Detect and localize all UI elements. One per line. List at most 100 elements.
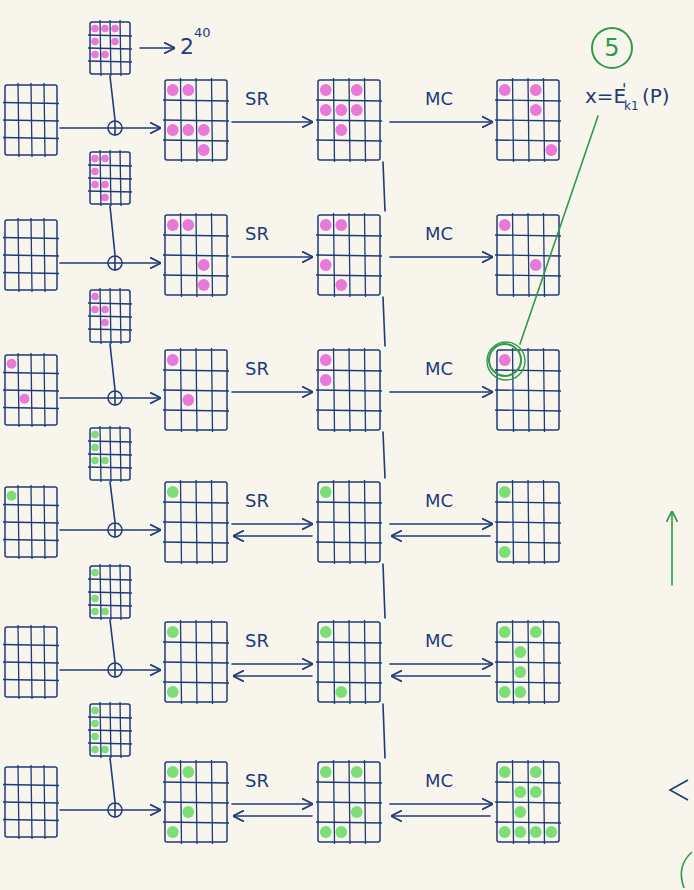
active-byte-dot bbox=[198, 124, 210, 136]
active-byte-dot bbox=[499, 826, 511, 838]
grid-line bbox=[495, 682, 561, 683]
grid-line bbox=[44, 83, 45, 157]
active-byte-dot bbox=[499, 354, 511, 366]
grid-line bbox=[365, 213, 366, 297]
label: MC bbox=[425, 360, 453, 378]
grid-line bbox=[495, 390, 561, 391]
state-grid bbox=[163, 480, 229, 564]
active-byte-dot bbox=[320, 104, 332, 116]
label: MC bbox=[425, 492, 453, 510]
stroke bbox=[122, 669, 160, 671]
active-byte-dot bbox=[111, 38, 119, 46]
active-byte-dot bbox=[499, 766, 511, 778]
active-byte-dot bbox=[530, 84, 542, 96]
active-byte-dot bbox=[91, 608, 99, 616]
active-byte-dot bbox=[198, 144, 210, 156]
active-byte-dot bbox=[320, 766, 332, 778]
state-grid bbox=[163, 348, 229, 432]
stroke bbox=[234, 675, 312, 677]
grid-line bbox=[120, 564, 121, 620]
stroke bbox=[390, 391, 492, 393]
grid-line bbox=[163, 120, 229, 121]
state-grid bbox=[88, 150, 132, 206]
stroke bbox=[390, 803, 492, 805]
circled-number: 5 bbox=[591, 27, 633, 69]
active-byte-dot bbox=[167, 626, 179, 638]
stroke bbox=[383, 297, 385, 346]
active-byte-dot bbox=[514, 686, 526, 698]
label: MC bbox=[425, 90, 453, 108]
grid-line bbox=[3, 390, 59, 391]
grid-line bbox=[44, 625, 45, 699]
active-byte-dot bbox=[182, 219, 194, 231]
stroke bbox=[114, 803, 116, 817]
label: 2 bbox=[180, 36, 194, 58]
active-byte-dot bbox=[320, 374, 332, 386]
grid-line bbox=[163, 822, 229, 823]
active-byte-dot bbox=[182, 806, 194, 818]
grid-line bbox=[163, 682, 229, 683]
grid-line bbox=[212, 760, 213, 844]
stroke bbox=[110, 758, 115, 802]
active-byte-dot bbox=[167, 826, 179, 838]
stroke bbox=[383, 704, 385, 758]
stroke bbox=[60, 529, 108, 531]
active-byte-dot bbox=[167, 686, 179, 698]
active-byte-dot bbox=[198, 259, 210, 271]
grid-line bbox=[316, 140, 382, 141]
grid-line bbox=[88, 454, 132, 455]
grid-line bbox=[120, 150, 121, 206]
active-byte-dot bbox=[182, 124, 194, 136]
active-byte-dot bbox=[198, 279, 210, 291]
xor-symbol bbox=[108, 663, 122, 677]
grid-line bbox=[495, 140, 561, 141]
active-byte-dot bbox=[167, 486, 179, 498]
active-byte-dot bbox=[335, 124, 347, 136]
state-grid bbox=[163, 78, 229, 162]
grid-line bbox=[316, 802, 382, 803]
grid-line bbox=[316, 662, 382, 663]
label: SR bbox=[245, 492, 269, 510]
label: MC bbox=[425, 772, 453, 790]
highlight-ring bbox=[489, 344, 521, 376]
label: SR bbox=[245, 90, 269, 108]
grid-line bbox=[316, 410, 382, 411]
grid-line bbox=[544, 78, 545, 162]
grid-line bbox=[316, 522, 382, 523]
grid-line bbox=[495, 410, 561, 411]
stroke bbox=[110, 482, 115, 522]
active-byte-dot bbox=[530, 104, 542, 116]
stroke bbox=[110, 620, 115, 662]
grid-line bbox=[316, 542, 382, 543]
stroke bbox=[110, 206, 115, 255]
grid-line bbox=[88, 61, 132, 62]
active-byte-dot bbox=[530, 259, 542, 271]
state-grid bbox=[495, 760, 561, 844]
stroke bbox=[140, 47, 174, 49]
label: SR bbox=[245, 632, 269, 650]
state-grid bbox=[316, 620, 382, 704]
active-byte-dot bbox=[514, 806, 526, 818]
xor-symbol bbox=[108, 391, 122, 405]
active-byte-dot bbox=[101, 194, 109, 202]
stroke bbox=[60, 397, 108, 399]
stroke bbox=[392, 675, 490, 677]
active-byte-dot bbox=[351, 84, 363, 96]
stroke bbox=[60, 669, 108, 671]
stroke bbox=[234, 815, 312, 817]
active-byte-dot bbox=[20, 394, 30, 404]
active-byte-dot bbox=[351, 766, 363, 778]
active-byte-dot bbox=[101, 155, 109, 163]
stroke bbox=[60, 127, 108, 129]
active-byte-dot bbox=[530, 826, 542, 838]
grid-line bbox=[163, 802, 229, 803]
state-grid bbox=[3, 485, 59, 559]
grid-line bbox=[88, 605, 132, 606]
grid-line bbox=[212, 213, 213, 297]
active-byte-dot bbox=[101, 25, 109, 33]
grid-line bbox=[365, 760, 366, 844]
partial-circle bbox=[681, 852, 692, 888]
grid-line bbox=[3, 273, 59, 274]
grid-line bbox=[88, 329, 132, 330]
